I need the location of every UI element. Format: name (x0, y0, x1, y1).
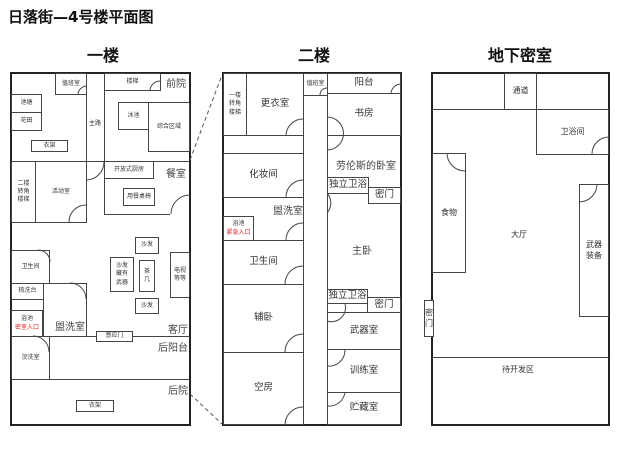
room-weapons: 武器室 (327, 312, 401, 350)
lawrence-bedroom-label: 劳伦斯的卧室 (336, 161, 396, 172)
food-storage: 食物 (432, 153, 466, 273)
room-training: 训练室 (327, 349, 401, 393)
room-washroom-box (43, 283, 87, 337)
secret-entrance-label: 密室入口 (14, 323, 39, 331)
room-guest-bedroom: 辅卧 (223, 284, 304, 353)
clothes-rack-front: 衣架 (31, 140, 68, 152)
second-floor-title: 二楼 (297, 46, 331, 65)
room-duty-2f: 值班室 (303, 73, 328, 96)
room-empty: 空房 (223, 352, 304, 425)
floor-connector-lines (189, 74, 223, 425)
vanity: 梳洗台 (11, 283, 44, 300)
wall (11, 379, 190, 380)
sofa-top: 沙发 (135, 237, 159, 254)
dining-room-label: 餐室 (166, 169, 186, 180)
wall (86, 336, 190, 337)
tv: 电视等等 (170, 252, 190, 298)
dining-table: 用餐桌椅 (123, 188, 155, 206)
wall (104, 214, 170, 215)
room-bathroom: 卫浴间 (536, 109, 609, 155)
open-kitchen: 开放式厨房 (104, 161, 154, 179)
washroom-2f-label: 盥洗室 (273, 206, 303, 217)
emergency-entrance-label: 紧急入口 (226, 228, 251, 236)
washroom-label: 盥洗室 (55, 322, 85, 333)
room-multi-area: 综合区域 (148, 102, 190, 152)
private-bath-2: 独立卫浴 (327, 289, 368, 304)
secret-door-basement[interactable]: 密门 (424, 300, 434, 337)
room-study: 书房 (327, 93, 401, 136)
first-floor-outline (10, 72, 191, 426)
bathtub-label: 浴池 (20, 315, 33, 323)
room-pond: 池塘 (11, 94, 42, 113)
wall (104, 178, 105, 215)
hall-label: 大厅 (511, 230, 527, 239)
bathtub-2f: 浴池 紧急入口 (223, 216, 254, 241)
bathtub: 浴池 密室入口 (11, 310, 43, 337)
hall-wall (327, 73, 328, 425)
room-restroom: 卫生间 (11, 250, 50, 284)
stairs: 楼梯 (104, 73, 161, 91)
basement-title: 地下密室 (487, 46, 553, 65)
room-garden: 花田 (11, 112, 42, 131)
wall (11, 161, 190, 162)
page-title: 日落街—4号楼平面图 (8, 8, 154, 26)
wall (11, 222, 87, 223)
main-road-label: 主路 (89, 120, 102, 127)
sofa-weapons: 沙发藏有武器 (110, 257, 134, 292)
stairs-to-first: 一楼转角楼梯 (223, 73, 247, 136)
room-laundry: 浣洗室 (11, 336, 50, 380)
wall (104, 73, 105, 162)
room-restroom-2f: 卫生间 (223, 240, 304, 285)
undeveloped-label: 待开发区 (502, 365, 534, 374)
room-storage: 贮藏室 (327, 392, 401, 425)
bathtub-2f-label: 浴池 (232, 220, 245, 228)
back-yard-label: 后院 (168, 386, 188, 397)
secret-door-2: 密门 (367, 297, 401, 313)
connector-line-bottom (189, 393, 223, 425)
first-floor-title: 一楼 (86, 46, 120, 65)
sofa-bottom: 沙发 (135, 298, 159, 314)
living-room-label: 客厅 (168, 325, 188, 336)
secret-door-1: 密门 (368, 187, 401, 204)
wall (432, 357, 609, 358)
passage: 通道 (504, 73, 537, 110)
wall (86, 73, 87, 223)
room-makeup: 化妆间 (223, 153, 304, 198)
master-bedroom-label: 主卧 (352, 246, 372, 257)
room-activity: 活动室 (35, 161, 87, 223)
stairs-to-second: 二楼转角楼梯 (11, 161, 36, 223)
sensor-door: 感应门 (96, 331, 133, 342)
private-bath-1: 独立卫浴 (327, 177, 369, 194)
weapons-gear: 武器装备 (579, 184, 609, 317)
connector-line-top (189, 74, 223, 161)
tea-table: 茶几 (139, 260, 155, 292)
back-balcony-label: 后阳台 (158, 343, 188, 354)
room-duty: 值班室 (55, 73, 87, 95)
clothes-rack-back: 衣架 (76, 400, 114, 412)
room-dressing: 更衣室 (246, 73, 304, 136)
balcony: 阳台 (327, 73, 401, 94)
front-yard-label: 前院 (166, 79, 186, 90)
room-bath-pool: 沐池 (118, 102, 149, 130)
